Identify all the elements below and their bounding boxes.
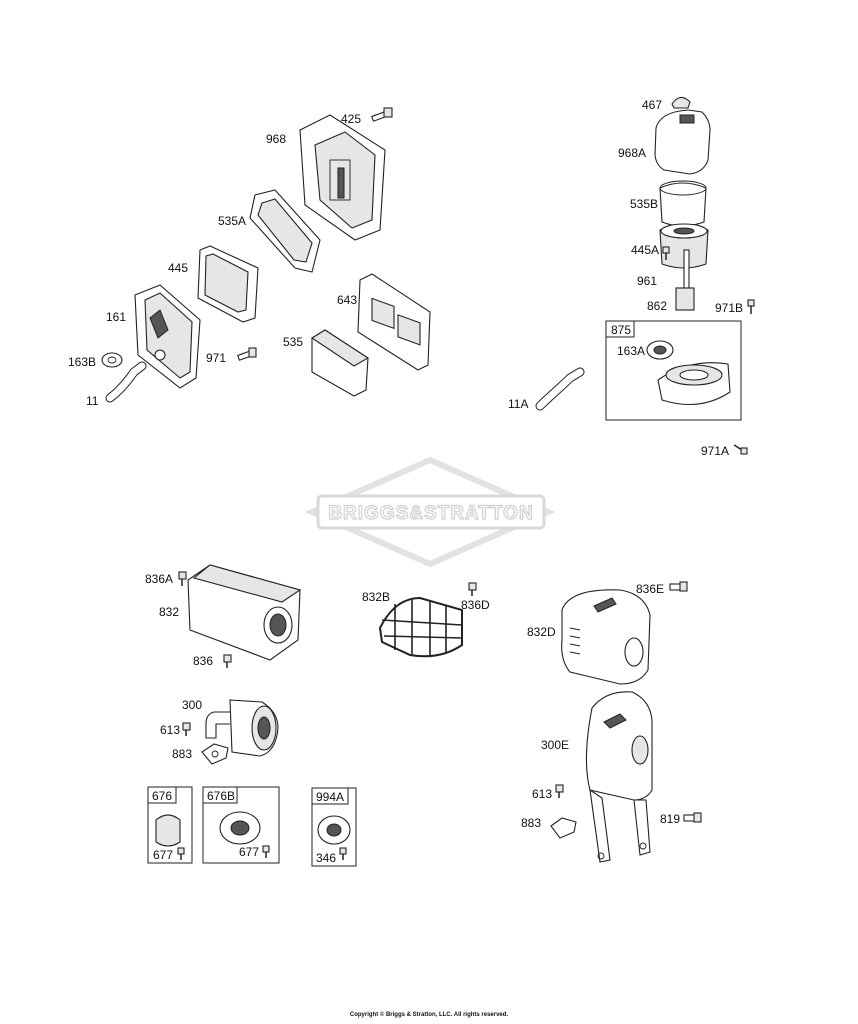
part-971A-screw[interactable] [733, 444, 748, 455]
label-994A: 994A [316, 790, 344, 804]
part-300-muffler[interactable] [205, 699, 279, 757]
part-819-screw[interactable] [683, 812, 702, 823]
part-labels: 425 968 535A 445 643 161 535 163B 971 11… [68, 98, 743, 865]
part-836E-screw[interactable] [669, 581, 688, 592]
label-968A: 968A [618, 146, 646, 160]
part-836A-screw[interactable] [178, 571, 187, 586]
label-961: 961 [637, 274, 657, 288]
watermark-text: BRIGGS&STRATTON [328, 503, 533, 524]
label-819: 819 [660, 812, 680, 826]
label-971B: 971B [715, 301, 743, 315]
box-994A [311, 787, 357, 867]
part-643-screen[interactable] [357, 273, 431, 371]
label-445: 445 [168, 261, 188, 275]
part-883-gasket[interactable] [201, 743, 229, 765]
part-883b-gasket[interactable] [550, 817, 577, 839]
label-425: 425 [341, 112, 361, 126]
part-971-screw[interactable] [237, 347, 257, 361]
part-163B-gasket[interactable] [101, 352, 123, 368]
part-425-screw[interactable] [371, 107, 393, 122]
part-968-cover[interactable] [299, 114, 386, 241]
label-832D: 832D [527, 625, 556, 639]
part-862-stud[interactable] [675, 249, 695, 311]
part-300E-muffler[interactable] [585, 691, 653, 863]
label-971A: 971A [701, 444, 729, 458]
part-445-filter[interactable] [197, 245, 259, 323]
label-676: 676 [152, 789, 172, 803]
label-676B: 676B [207, 789, 235, 803]
label-968: 968 [266, 132, 286, 146]
label-161: 161 [106, 310, 126, 324]
label-11: 11 [86, 394, 99, 408]
part-875-base-assembly-box [605, 320, 742, 421]
label-535B: 535B [630, 197, 658, 211]
part-832D-heat-shield[interactable] [561, 589, 651, 685]
part-961-screw[interactable] [662, 246, 670, 260]
part-535A-filter-frame[interactable] [249, 189, 321, 273]
label-971: 971 [206, 351, 226, 365]
part-161-base[interactable] [134, 284, 201, 389]
label-300: 300 [182, 698, 202, 712]
label-346: 346 [316, 851, 336, 865]
part-535-precleaner[interactable] [310, 329, 370, 397]
label-643: 643 [337, 293, 357, 307]
label-862: 862 [647, 299, 667, 313]
label-677b: 677 [239, 845, 259, 859]
copyright-notice: Copyright © Briggs & Stratton, LLC. All … [349, 1012, 509, 1018]
label-445A: 445A [631, 243, 659, 257]
label-467: 467 [642, 98, 662, 112]
part-677b-screw[interactable] [262, 845, 270, 858]
label-163B: 163B [68, 355, 96, 369]
label-535A: 535A [218, 214, 246, 228]
label-613: 613 [160, 723, 180, 737]
label-836D: 836D [461, 598, 490, 612]
watermark-logo: BRIGGS&STRATTON [304, 456, 556, 568]
part-445A-filter[interactable] [659, 223, 709, 269]
label-875: 875 [611, 323, 631, 337]
part-677-screw[interactable] [177, 847, 185, 860]
label-300E: 300E [541, 738, 569, 752]
part-467-knob[interactable] [671, 96, 691, 109]
part-613-screw[interactable] [182, 722, 191, 736]
label-836A: 836A [145, 572, 173, 586]
part-346-screw[interactable] [339, 847, 347, 860]
part-613b-screw[interactable] [555, 784, 564, 798]
label-832: 832 [159, 605, 179, 619]
label-677: 677 [153, 848, 173, 862]
box-676B [202, 786, 280, 864]
part-832B-guard[interactable] [378, 596, 463, 658]
part-11A-breather-tube[interactable] [535, 367, 585, 411]
part-968A-cover[interactable] [654, 109, 711, 175]
label-163A: 163A [617, 344, 645, 358]
label-613b: 613 [532, 787, 552, 801]
label-836E: 836E [636, 582, 664, 596]
label-535: 535 [283, 335, 303, 349]
label-883: 883 [172, 747, 192, 761]
part-832-muffler[interactable] [187, 564, 302, 661]
label-883b: 883 [521, 816, 541, 830]
part-11-breather-tube[interactable] [105, 361, 147, 403]
box-676 [147, 786, 193, 864]
part-535B-precleaner[interactable] [659, 180, 707, 227]
part-836D-screw[interactable] [468, 582, 477, 596]
part-836-screw[interactable] [223, 654, 232, 668]
label-11A: 11A [508, 397, 528, 411]
label-836: 836 [193, 654, 213, 668]
part-971B-screw[interactable] [747, 299, 755, 314]
label-832B: 832B [362, 590, 390, 604]
